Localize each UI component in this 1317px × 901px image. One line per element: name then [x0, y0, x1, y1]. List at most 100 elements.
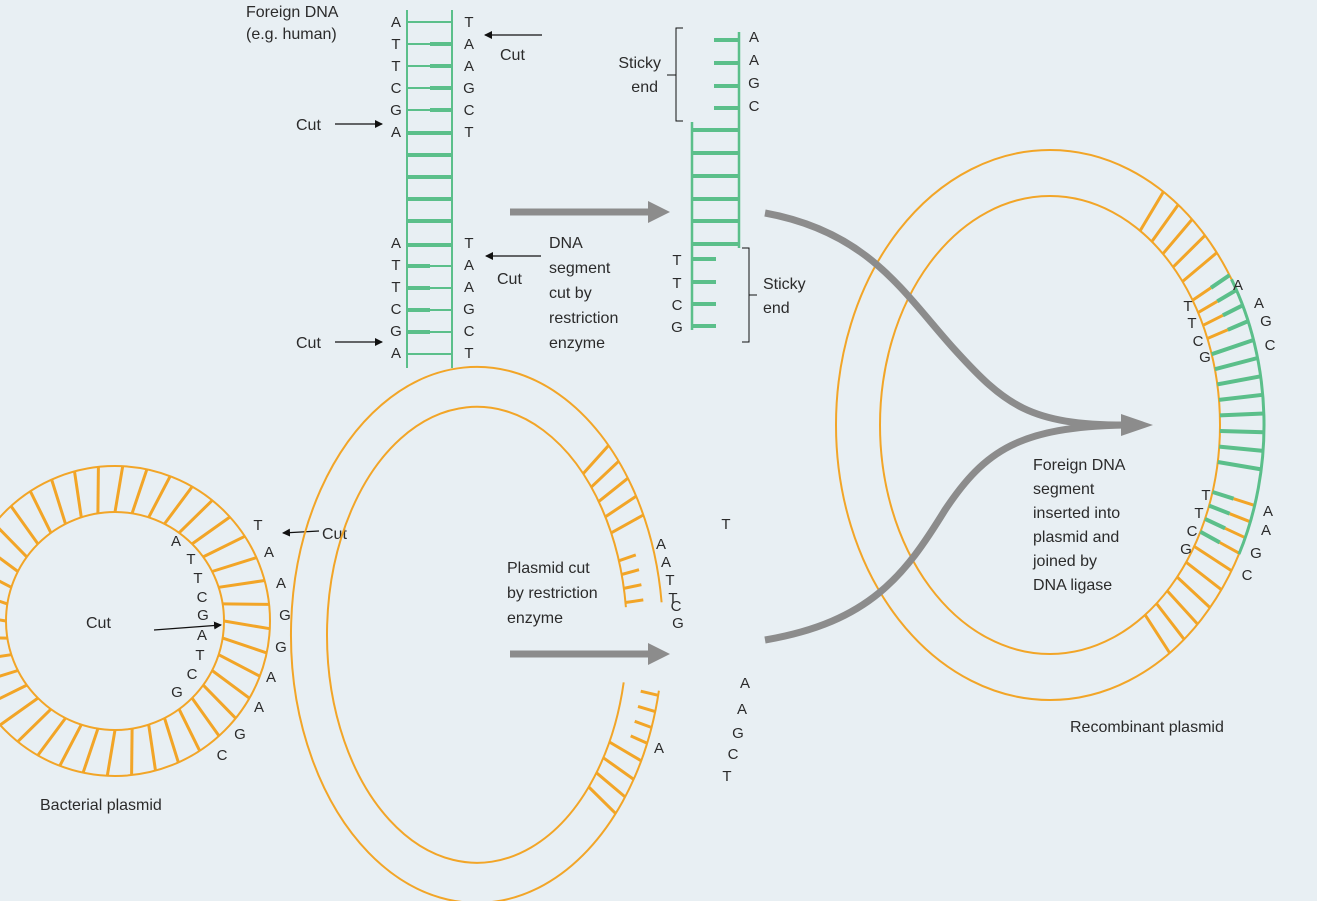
base-label: C	[671, 598, 682, 615]
recombinant-outer-ring	[835, 149, 1265, 701]
base-label: C	[749, 98, 760, 115]
cp-upper-inner-bases: A A T T C G	[656, 536, 684, 632]
base-label: T	[391, 279, 400, 296]
plasmid-rung	[73, 471, 83, 518]
base-label: G	[234, 726, 246, 743]
cut-label: Cut	[86, 615, 111, 632]
base-label: A	[276, 575, 286, 592]
base-label: A	[254, 699, 264, 716]
cut-plasmid-rungs	[581, 444, 659, 815]
base-label: A	[197, 627, 207, 644]
base-label: A	[464, 279, 474, 296]
base-label: C	[464, 102, 475, 119]
base-label: A	[1233, 277, 1243, 294]
plasmid-rung	[16, 708, 52, 743]
base-label: G	[1180, 541, 1192, 558]
bacterial-plasmid-label: Bacterial plasmid	[40, 797, 162, 814]
cut-plasmid-outer-ring	[290, 365, 663, 901]
base-label: A	[661, 554, 671, 571]
base-label: A	[391, 124, 401, 141]
fd-top-right-bases: T A A G C T	[463, 14, 475, 141]
base-label: C	[1242, 567, 1253, 584]
plasmid-rung	[178, 499, 214, 534]
foreign-dna-title: Foreign DNA	[246, 4, 339, 21]
plasmid-rung	[0, 599, 8, 606]
plasmid-rung	[202, 684, 237, 720]
fd-top-left-bases: A T T C G A	[390, 14, 402, 141]
base-label: C	[1187, 523, 1198, 540]
plasmid-rung	[9, 505, 40, 545]
insert-rung	[1211, 338, 1255, 357]
base-label: G	[279, 607, 291, 624]
base-label: G	[390, 102, 402, 119]
base-label: T	[1201, 487, 1210, 504]
base-label: T	[1194, 505, 1203, 522]
base-label: C	[1265, 337, 1276, 354]
base-label: G	[197, 607, 209, 624]
base-label: T	[464, 124, 473, 141]
plasmid-rung	[36, 717, 67, 757]
base-label: G	[1250, 545, 1262, 562]
foreign-dna-base-labels: A T T C G A T A A G C T A T T C G A T A …	[390, 14, 475, 362]
cut-plasmid: T A A T T C G A A G C T A Plasmid cut by…	[290, 365, 750, 901]
base-label: C	[197, 589, 208, 606]
base-label: T	[668, 590, 677, 607]
plasmid-rung	[1197, 300, 1219, 314]
fd-bottom-right-bases: T A A G C T	[463, 235, 475, 362]
base-label: T	[391, 58, 400, 75]
base-label: A	[737, 701, 747, 718]
merge-arrow-head-icon	[1121, 414, 1153, 436]
plasmid-rung	[0, 556, 19, 573]
plasmid-rung	[105, 729, 117, 777]
plasmid-rung	[610, 513, 645, 535]
base-label: C	[464, 323, 475, 340]
base-label: T	[672, 275, 681, 292]
plasmid-rung	[634, 719, 653, 729]
plasmid-rung	[1166, 589, 1199, 626]
base-label: G	[463, 301, 475, 318]
base-label: A	[266, 669, 276, 686]
insert-rung	[1214, 356, 1259, 372]
plasmid-rung	[190, 697, 221, 737]
plasmid-rung	[1181, 251, 1218, 283]
base-label: C	[217, 747, 228, 764]
segment-top-bases: A A G C	[748, 29, 760, 115]
plasmid-rung	[621, 568, 640, 576]
plasmid-rung	[630, 734, 648, 745]
plasmid-rung	[618, 553, 637, 563]
process-arrow-top	[510, 201, 670, 223]
base-label: A	[391, 235, 401, 252]
plasmid-rung	[1202, 313, 1224, 327]
plasmid-rung	[1155, 602, 1186, 641]
plasmid-rung	[0, 653, 12, 658]
base-label: A	[464, 36, 474, 53]
plasmid-rung	[1176, 575, 1212, 609]
merge-arrows	[764, 209, 1153, 644]
foreign-dna-bottom-cut-rungs	[407, 264, 452, 355]
plasmid-rung	[1191, 286, 1212, 302]
plasmid-rung	[1143, 613, 1171, 654]
cp-lower-outer-bases: A A G C T	[722, 675, 750, 785]
rp-top-orange-bases: T T C G	[1183, 298, 1210, 366]
base-label: A	[1254, 295, 1264, 312]
base-label: C	[1193, 333, 1204, 350]
plasmid-rung	[130, 728, 134, 776]
sticky-end-label: end	[763, 300, 790, 317]
insert-rung	[1209, 273, 1231, 290]
plasmid-rung	[608, 740, 642, 763]
base-label: T	[721, 516, 730, 533]
foreign-dna-top-cut-rungs	[407, 21, 452, 112]
plasmid-rung	[113, 465, 125, 513]
plasmid-rung	[1193, 545, 1233, 572]
plasmid-rung	[202, 534, 246, 559]
plasmid-rung	[587, 785, 617, 815]
plasmid-rung	[58, 724, 83, 767]
caption-line: segment	[1033, 481, 1095, 498]
caption-line: cut by	[549, 285, 592, 302]
base-label: T	[722, 768, 731, 785]
insert-backbone	[1230, 278, 1266, 555]
insert-rung	[1219, 411, 1264, 418]
base-label: A	[464, 58, 474, 75]
arrow-head-icon	[648, 201, 670, 223]
